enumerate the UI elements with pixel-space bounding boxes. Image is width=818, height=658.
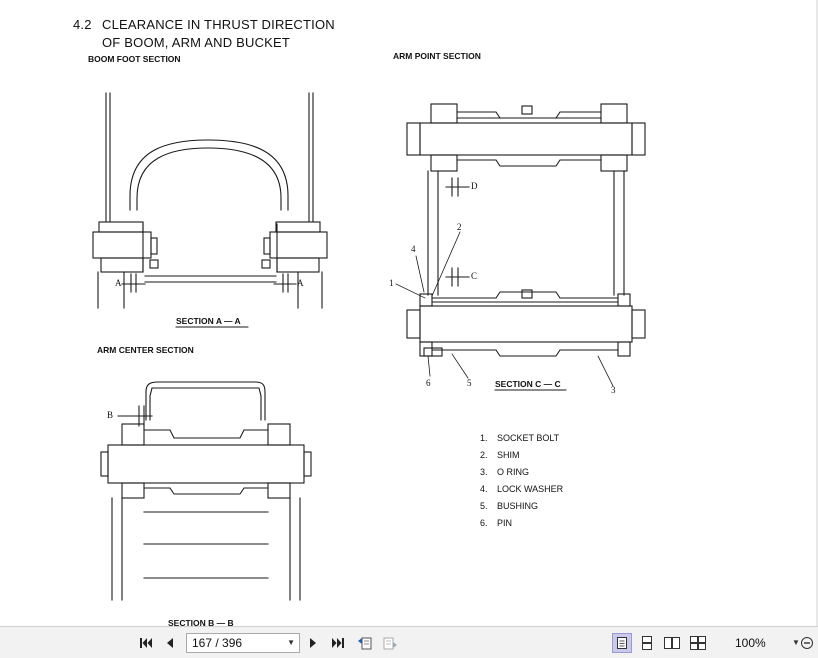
legend-item-number: 1.	[480, 433, 488, 443]
document-viewer[interactable]: 4.2 CLEARANCE IN THRUST DIRECTION OF BOO…	[0, 0, 818, 626]
manual-page: 4.2 CLEARANCE IN THRUST DIRECTION OF BOO…	[73, 17, 646, 626]
legend-item: 6. PIN	[480, 518, 512, 528]
legend-item-name: SOCKET BOLT	[497, 433, 560, 443]
arm-center-drawing	[100, 381, 312, 601]
callout-a-left: A	[115, 278, 122, 288]
legend-item-number: 2.	[480, 450, 488, 460]
callout-1: 1	[389, 278, 394, 288]
last-page-icon	[332, 638, 344, 648]
callout-d: D	[471, 181, 478, 191]
legend-item: 4. LOCK WASHER	[480, 484, 563, 494]
vertical-scrollbar[interactable]	[816, 0, 818, 626]
boom-foot-drawing	[92, 92, 328, 328]
next-page-button[interactable]	[303, 633, 323, 653]
page-title-line-1: CLEARANCE IN THRUST DIRECTION	[102, 17, 335, 32]
first-page-icon	[140, 638, 152, 648]
prev-page-icon	[167, 638, 173, 648]
next-view-button[interactable]	[380, 633, 400, 653]
callout-4: 4	[411, 244, 416, 254]
continuous-facing-view-icon	[690, 636, 706, 650]
callout-b: B	[107, 410, 114, 420]
continuous-view-button[interactable]	[637, 633, 657, 653]
forward-view-icon	[383, 637, 397, 650]
last-page-button[interactable]	[328, 633, 348, 653]
zoom-value: 100%	[735, 636, 766, 650]
facing-view-button[interactable]	[662, 633, 682, 653]
page-title-line-2: OF BOOM, ARM AND BUCKET	[102, 35, 291, 50]
legend-item-name: BUSHING	[497, 501, 539, 511]
section-label-bb: SECTION B — B	[168, 618, 234, 626]
callout-c: C	[471, 271, 478, 281]
heading-arm-point: ARM POINT SECTION	[393, 51, 481, 61]
legend-item: 1. SOCKET BOLT	[480, 433, 559, 443]
zoom-out-icon	[801, 637, 813, 649]
zoom-out-button[interactable]	[798, 633, 816, 653]
continuous-facing-view-button[interactable]	[688, 633, 708, 653]
zoom-select[interactable]: 100% ▼	[730, 633, 800, 653]
continuous-view-icon	[642, 636, 652, 650]
first-page-button[interactable]	[136, 633, 156, 653]
facing-view-icon	[664, 637, 680, 649]
legend-item-number: 4.	[480, 484, 488, 494]
arm-point-drawing	[395, 103, 646, 391]
back-view-icon	[358, 637, 372, 650]
previous-view-button[interactable]	[355, 633, 375, 653]
section-number: 4.2	[73, 17, 92, 32]
legend-item-name: O RING	[497, 467, 530, 477]
single-page-view-icon	[617, 637, 627, 649]
callout-5: 5	[467, 378, 472, 388]
section-label-aa: SECTION A — A	[176, 316, 241, 326]
legend-item: 3. O RING	[480, 467, 529, 477]
chevron-down-icon[interactable]: ▼	[287, 638, 295, 647]
heading-boom-foot: BOOM FOOT SECTION	[88, 54, 181, 64]
legend-item-number: 3.	[480, 467, 488, 477]
legend-item: 5. BUSHING	[480, 501, 538, 511]
previous-page-button[interactable]	[160, 633, 180, 653]
technical-drawing	[92, 92, 646, 601]
legend-item: 2. SHIM	[480, 450, 520, 460]
viewer-toolbar: 167 / 396 ▼ 100% ▼	[0, 626, 818, 658]
legend-item-number: 5.	[480, 501, 488, 511]
single-page-view-button[interactable]	[612, 633, 632, 653]
callout-3: 3	[611, 385, 616, 395]
chevron-down-icon[interactable]: ▼	[792, 638, 800, 647]
legend-item-name: SHIM	[497, 450, 520, 460]
legend-item-name: PIN	[497, 518, 513, 528]
page-number-input[interactable]: 167 / 396 ▼	[186, 633, 300, 653]
callout-2: 2	[457, 222, 462, 232]
section-label-cc: SECTION C — C	[495, 379, 561, 389]
heading-arm-center: ARM CENTER SECTION	[97, 345, 194, 355]
callout-6: 6	[426, 378, 431, 388]
legend-item-number: 6.	[480, 518, 488, 528]
next-page-icon	[310, 638, 316, 648]
page-number-value: 167 / 396	[192, 636, 243, 650]
callout-a-right: A	[297, 278, 304, 288]
legend-item-name: LOCK WASHER	[497, 484, 564, 494]
